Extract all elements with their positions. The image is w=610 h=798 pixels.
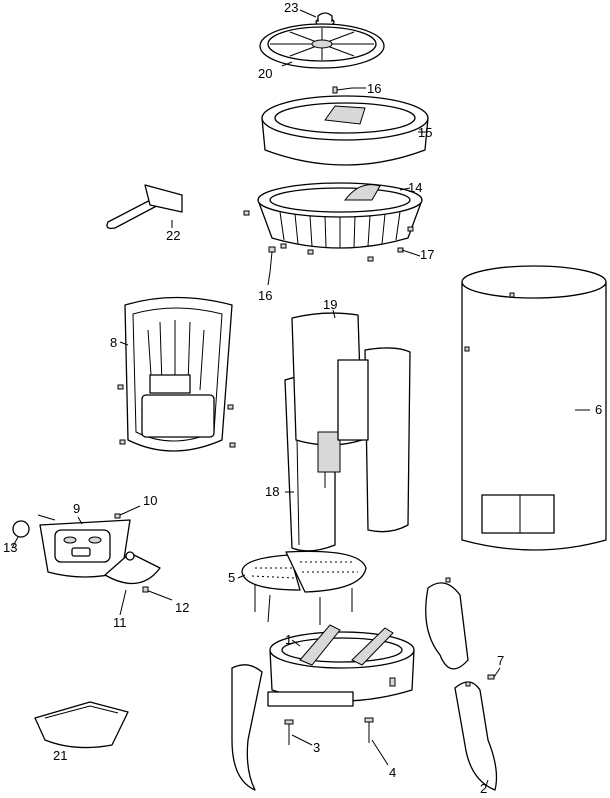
label-7: 7 [497, 653, 504, 668]
part-17-screws [243, 210, 421, 262]
part-8-front-panel [117, 296, 236, 452]
part-11-damper [104, 551, 161, 616]
label-2: 2 [480, 781, 487, 796]
label-1: 1 [285, 632, 292, 647]
label-22: 22 [166, 228, 180, 243]
label-14: 14 [408, 180, 422, 195]
part-16-screw-lower [267, 246, 276, 286]
label-16: 16 [367, 81, 381, 96]
label-15: 15 [418, 125, 432, 140]
part-2-legs [231, 577, 498, 791]
part-3-bolt [284, 719, 313, 746]
label-10: 10 [143, 493, 157, 508]
label-11: 11 [113, 615, 127, 630]
part-15-top-ring [261, 95, 429, 166]
label-18: 18 [265, 484, 279, 499]
part-22-handle [106, 184, 183, 230]
label-19: 19 [323, 297, 337, 312]
part-20-lid [259, 23, 385, 69]
label-21: 21 [53, 748, 67, 763]
part-4-bolt [364, 677, 396, 766]
part-19-center-shield [291, 309, 369, 488]
part-1-base [267, 624, 415, 707]
part-16-screw-top [332, 86, 366, 94]
part-9-control-box [37, 514, 131, 578]
part-10-screws [114, 505, 141, 519]
label-16-lower: 16 [258, 288, 272, 303]
label-20: 20 [258, 66, 272, 81]
part-21-ash-tray [34, 701, 129, 749]
label-23: 23 [284, 0, 298, 15]
label-13: 13 [3, 540, 17, 555]
label-6: 6 [595, 402, 602, 417]
part-5-grate [237, 550, 367, 625]
part-6-outer-cylinder [461, 265, 607, 551]
label-12: 12 [175, 600, 189, 615]
part-14-bowl [257, 182, 423, 249]
label-3: 3 [313, 740, 320, 755]
part-labels: 23 20 16 15 14 22 17 16 19 8 6 18 9 10 1… [3, 0, 602, 796]
label-17: 17 [420, 247, 434, 262]
label-9: 9 [73, 501, 80, 516]
label-4: 4 [389, 765, 396, 780]
label-5: 5 [228, 570, 235, 585]
part-13-knob [11, 520, 30, 549]
part-7-screw [487, 667, 501, 680]
label-8: 8 [110, 335, 117, 350]
part-12-screw [142, 586, 173, 601]
